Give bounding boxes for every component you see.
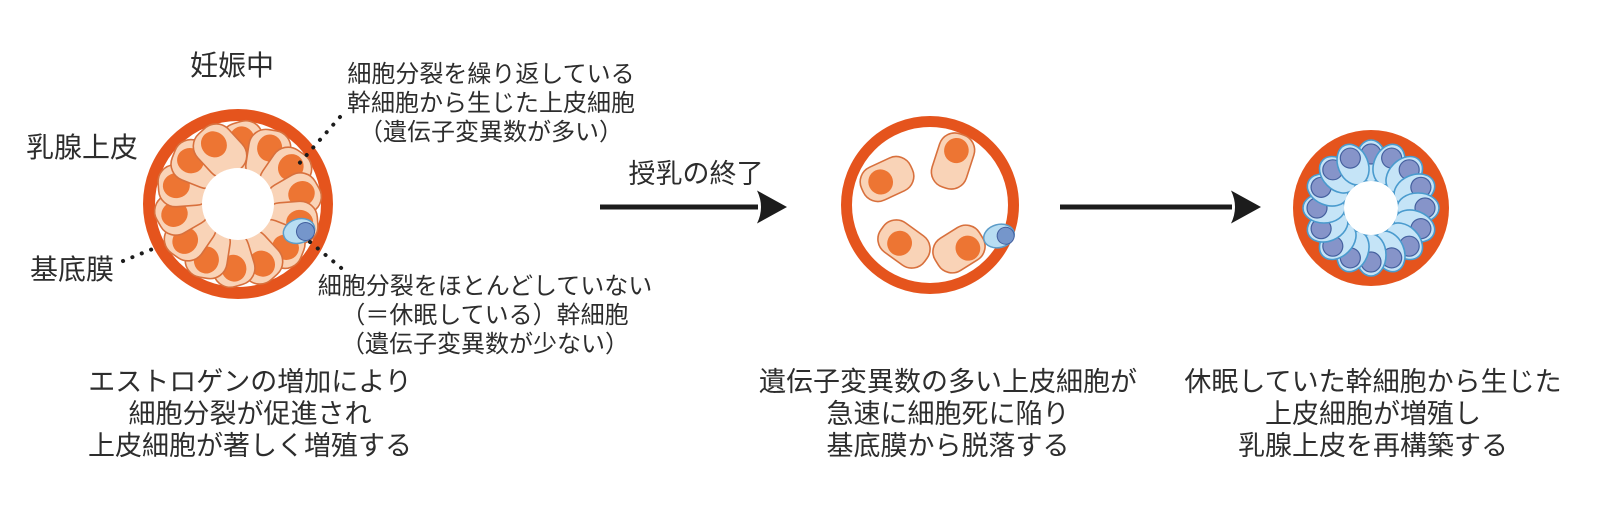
caption-line: 遺伝子変異数の多い上皮細胞が [759, 367, 1137, 397]
caption-line: 上皮細胞が増殖し [1265, 399, 1481, 429]
dormant-stem-cell-annotation: 細胞分裂をほとんどしていない （＝休眠している）幹細胞 （遺伝子変異数が少ない） [312, 272, 658, 359]
leader-line-proliferating-cell [295, 115, 342, 168]
transition1-label: 授乳の終了 [628, 159, 764, 189]
stage3-duct-diagram [1293, 130, 1449, 286]
annotation-line: （＝休眠している）幹細胞 [341, 302, 629, 329]
annotation-line: （遺伝子変異数が多い） [359, 119, 623, 146]
detached-epithelial-cell [859, 155, 915, 203]
leader-line-basement-membrane [121, 244, 162, 263]
remaining-stem-cell [982, 223, 1016, 249]
duct-lumen [1344, 181, 1398, 235]
annotation-line: 細胞分裂を繰り返している [347, 61, 635, 88]
detached-epithelial-cell [877, 219, 931, 269]
caption-line: 上皮細胞が著しく増殖する [88, 431, 412, 461]
caption-line: 基底膜から脱落する [826, 431, 1070, 461]
basement-membrane-label: 基底膜 [30, 254, 115, 285]
detached-epithelial-cell [932, 224, 986, 274]
caption-line: 細胞分裂が促進され [128, 399, 372, 429]
proliferating-cell-annotation: 細胞分裂を繰り返している 幹細胞から生じた上皮細胞 （遺伝子変異数が多い） [328, 60, 654, 147]
caption-line: 急速に細胞死に陥り [826, 399, 1070, 429]
stage2-duct-diagram [841, 116, 1019, 294]
regrown-epithelial-cell [1336, 143, 1370, 186]
stage1-caption: エストロゲンの増加により 細胞分裂が促進され 上皮細胞が著しく増殖する [60, 366, 440, 462]
stage2-caption: 遺伝子変異数の多い上皮細胞が 急速に細胞死に陥り 基底膜から脱落する [738, 366, 1158, 462]
duct-lumen [202, 168, 274, 240]
epithelium-label: 乳腺上皮 [26, 132, 139, 163]
transition1-arrow [600, 190, 787, 224]
dormant-stem-cell [282, 217, 316, 245]
annotation-line: 細胞分裂をほとんどしていない [317, 273, 653, 300]
caption-line: 休眠していた幹細胞から生じた [1184, 367, 1562, 397]
caption-line: エストロゲンの増加により [88, 367, 412, 397]
leader-line-dormant-stem-cell [308, 240, 348, 274]
annotation-line: 幹細胞から生じた上皮細胞 [347, 90, 635, 117]
detached-epithelial-cell [930, 132, 976, 190]
transition2-arrow [1060, 190, 1261, 224]
stage1-phase-label: 妊娠中 [189, 50, 274, 81]
stage1-duct-diagram [143, 109, 333, 299]
stage3-caption: 休眠していた幹細胞から生じた 上皮細胞が増殖し 乳腺上皮を再構築する [1163, 366, 1583, 462]
annotation-line: （遺伝子変異数が少ない） [341, 331, 629, 358]
caption-line: 乳腺上皮を再構築する [1238, 431, 1508, 461]
